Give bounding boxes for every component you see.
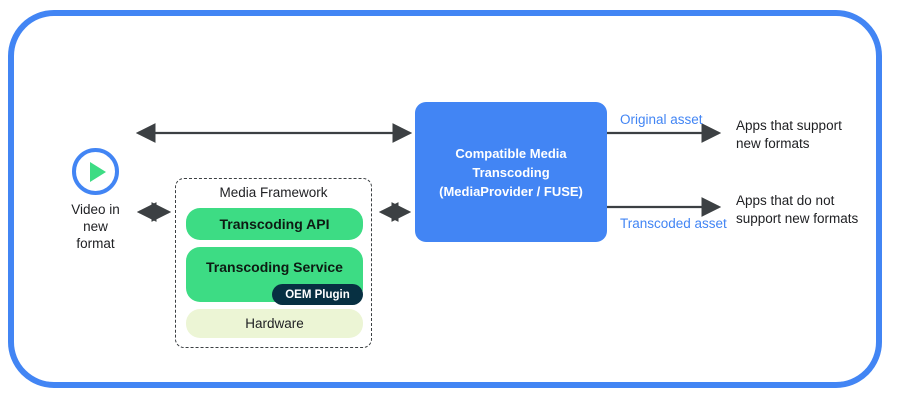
apps-support-new-formats-label: Apps that support new formats xyxy=(736,118,842,151)
hardware-label: Hardware xyxy=(245,316,304,331)
compatible-media-transcoding-label: Compatible Media Transcoding (MediaProvi… xyxy=(439,145,583,199)
transcoding-api-box[interactable]: Transcoding API xyxy=(186,208,363,240)
hardware-box[interactable]: Hardware xyxy=(186,309,363,338)
video-source-label: Video in new format xyxy=(71,202,120,251)
media-framework-container: Media Framework Transcoding API Transcod… xyxy=(175,178,372,348)
arrow-framework-to-cmt xyxy=(378,202,412,222)
transcoded-asset-label: Transcoded asset xyxy=(620,216,727,231)
compatible-media-transcoding-box[interactable]: Compatible Media Transcoding (MediaProvi… xyxy=(415,102,607,242)
transcoding-api-label: Transcoding API xyxy=(219,216,330,232)
outer-frame-border xyxy=(8,10,882,388)
arrow-cmt-to-apps-nosupport xyxy=(607,197,722,217)
video-source-group: Video in new format xyxy=(48,148,143,252)
arrow-cmt-to-apps-support xyxy=(607,123,722,143)
play-triangle-icon xyxy=(89,161,106,182)
oem-plugin-badge[interactable]: OEM Plugin xyxy=(272,284,363,305)
oem-plugin-label: OEM Plugin xyxy=(285,288,350,301)
apps-not-support-new-formats-label: Apps that do not support new formats xyxy=(736,193,859,226)
arrow-video-to-framework xyxy=(136,202,172,222)
transcoding-service-label: Transcoding Service xyxy=(206,259,343,275)
arrow-source-to-cmt xyxy=(135,123,413,143)
original-asset-label: Original asset xyxy=(620,112,703,127)
play-circle-icon xyxy=(72,148,119,195)
media-framework-title: Media Framework xyxy=(219,185,328,200)
